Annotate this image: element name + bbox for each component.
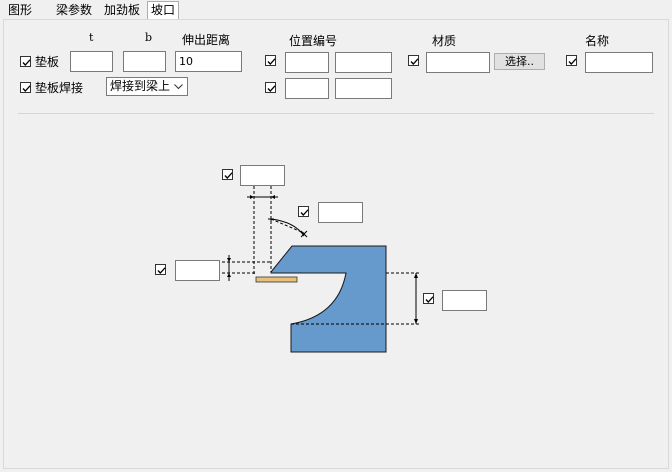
beam-flange-shape: [270, 245, 387, 353]
gap-checkbox[interactable]: [155, 264, 166, 275]
pad-position-number-input[interactable]: [335, 52, 392, 73]
header-material: 材质: [432, 34, 457, 48]
pad-checkbox[interactable]: [20, 56, 31, 67]
header-extend-distance: 伸出距离: [182, 33, 231, 47]
pad-name-checkbox[interactable]: [566, 55, 577, 66]
pad-material-input[interactable]: [426, 52, 490, 73]
tab-bar: 图形 梁参数 加劲板 坡口: [0, 0, 672, 20]
pad-weld-position-number-input[interactable]: [335, 78, 392, 99]
pad-weld-label: 垫板焊接: [35, 81, 84, 95]
tab-beam-params[interactable]: 梁参数: [56, 3, 93, 17]
tab-stiffener[interactable]: 加劲板: [104, 3, 141, 17]
pad-weld-position-checkbox[interactable]: [265, 82, 276, 93]
pad-label: 垫板: [35, 55, 60, 69]
header-b: b: [145, 31, 153, 44]
angle-input[interactable]: [318, 202, 363, 223]
height-checkbox[interactable]: [423, 293, 434, 304]
pad-t-input[interactable]: [70, 51, 113, 72]
pad-position-prefix-input[interactable]: [285, 52, 329, 73]
top-dim-input[interactable]: [240, 165, 285, 186]
top-dim-checkbox[interactable]: [222, 169, 233, 180]
pad-b-input[interactable]: [123, 51, 166, 72]
chevron-down-icon: [174, 84, 183, 90]
pad-weld-checkbox[interactable]: [20, 82, 31, 93]
material-select-button[interactable]: 选择..: [494, 53, 545, 70]
pad-weld-position-prefix-input[interactable]: [285, 78, 329, 99]
tab-bevel[interactable]: 坡口: [147, 1, 180, 20]
angle-checkbox[interactable]: [298, 206, 309, 217]
separator-line: [18, 113, 654, 114]
pad-name-input[interactable]: [585, 52, 653, 73]
pad-position-checkbox[interactable]: [265, 55, 276, 66]
tab-graphics[interactable]: 图形: [8, 3, 33, 17]
pad-extend-input[interactable]: 10: [175, 51, 242, 72]
pad-weld-dropdown-value: 焊接到梁上: [110, 79, 171, 93]
pad-weld-dropdown[interactable]: 焊接到梁上: [106, 77, 188, 96]
pad-material-checkbox[interactable]: [408, 55, 419, 66]
header-name: 名称: [585, 34, 610, 48]
gap-input[interactable]: [175, 260, 220, 281]
height-input[interactable]: [442, 290, 487, 311]
pad-plate: [255, 276, 298, 283]
header-t: t: [89, 31, 94, 44]
header-position-no: 位置编号: [289, 34, 338, 48]
